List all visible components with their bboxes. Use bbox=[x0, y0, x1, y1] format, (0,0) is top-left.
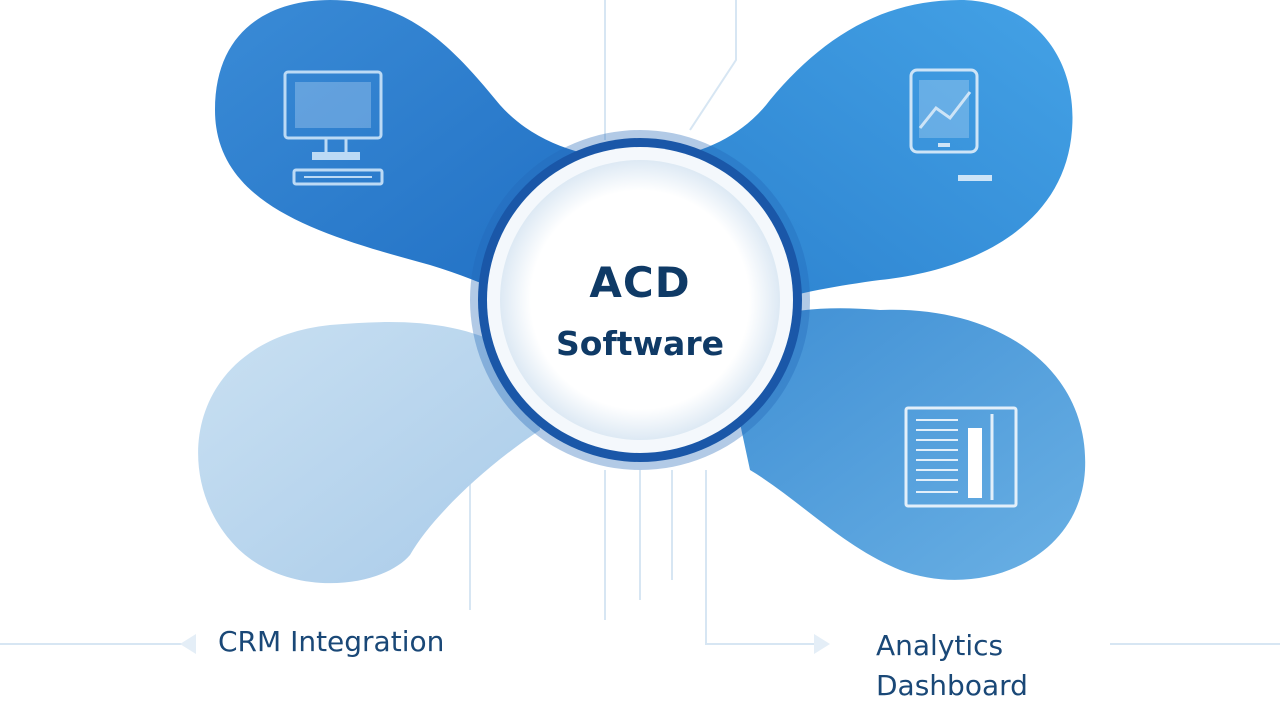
hub-subtitle: Software bbox=[556, 324, 724, 363]
arrow-right-icon bbox=[814, 634, 830, 654]
node-bottom-right bbox=[720, 308, 1086, 580]
hub-title: ACD bbox=[589, 258, 691, 307]
document-report-icon bbox=[904, 406, 1018, 508]
connector-top-2 bbox=[689, 0, 737, 131]
analytics-label-line2: Dashboard bbox=[876, 669, 1028, 702]
node-bottom-left bbox=[198, 322, 541, 584]
connector-analytics bbox=[705, 470, 820, 645]
analytics-dashboard-label: Analytics Dashboard bbox=[876, 626, 1096, 706]
desktop-computer-icon bbox=[283, 70, 384, 186]
hub-center bbox=[500, 160, 780, 440]
arrow-left-icon bbox=[180, 634, 196, 654]
tablet-chart-icon bbox=[909, 68, 992, 181]
analytics-label-line1: Analytics bbox=[876, 629, 1004, 662]
crm-integration-label: CRM Integration bbox=[218, 625, 445, 658]
connector-lines bbox=[0, 0, 1280, 645]
hub bbox=[470, 130, 810, 470]
